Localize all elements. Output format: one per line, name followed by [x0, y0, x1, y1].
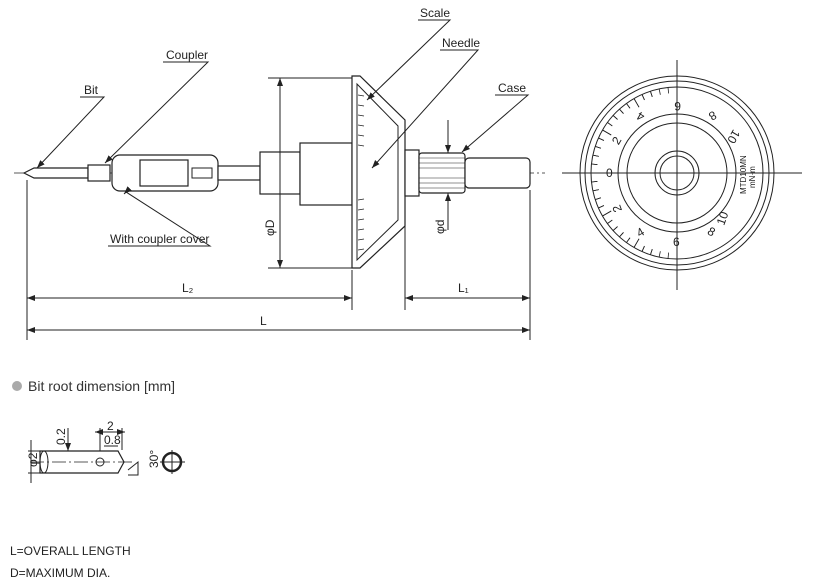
- dial-tick: [658, 88, 661, 95]
- dial-tick: [633, 238, 640, 248]
- dial-tick: [658, 251, 661, 258]
- dial-tick: [607, 122, 613, 127]
- needle-label: Needle: [442, 36, 480, 50]
- dial-tick: [595, 146, 602, 149]
- dial-number: 2: [609, 203, 625, 214]
- dial-tick: [626, 103, 631, 109]
- dial-number: 8: [706, 108, 719, 124]
- dial-tick: [607, 219, 613, 224]
- dial-tick: [591, 163, 598, 166]
- dial-tick: [641, 94, 645, 101]
- dial-tick: [595, 197, 602, 200]
- L2-label: L₂: [182, 281, 194, 295]
- dial-tick: [667, 252, 670, 259]
- dial-tick: [612, 115, 618, 120]
- bit: [22, 164, 111, 182]
- dial-tick: [612, 226, 618, 231]
- dim-angle: 30°: [147, 450, 161, 468]
- dial-number: 10: [724, 127, 743, 146]
- phi-d-label: φd: [433, 220, 447, 234]
- dial-tick: [592, 189, 599, 192]
- phi-D-label: φD: [263, 219, 277, 236]
- dial-tick: [592, 154, 599, 157]
- bit-root-heading: Bit root dimension [mm]: [12, 378, 175, 394]
- dial-tick: [641, 245, 645, 252]
- dial-tick: [650, 91, 653, 98]
- dial-number: 4: [634, 224, 647, 240]
- dial-number: 2: [609, 134, 625, 147]
- dial-number: 6: [674, 99, 681, 113]
- dial-tick: [633, 98, 640, 108]
- coupler-label: Coupler: [166, 48, 208, 62]
- dim-length: 2: [107, 419, 114, 433]
- case-label: Case: [498, 81, 526, 95]
- L-label: L: [260, 314, 267, 328]
- note-maximum-dia: D=MAXIMUM DIA.: [10, 566, 111, 580]
- bit-root-title: Bit root dimension [mm]: [28, 378, 176, 394]
- dial-number: 10: [714, 209, 732, 227]
- dial-tick: [598, 137, 605, 141]
- coupler-cover: [111, 154, 261, 192]
- dial-tick: [650, 248, 653, 255]
- gauge-body: [259, 75, 531, 269]
- dial-tick: [598, 205, 605, 209]
- bit-root-detail: φ2 0.2 2 0.8 30°: [26, 419, 185, 483]
- dial-number: 4: [634, 108, 647, 124]
- dial-unit: mN·m: [748, 166, 757, 188]
- leader-lines: [36, 19, 530, 247]
- note-overall-length: L=OVERALL LENGTH: [10, 544, 131, 558]
- scale-label: Scale: [420, 6, 450, 20]
- dial-tick: [602, 210, 612, 217]
- coupler-cover-label: With coupler cover: [110, 232, 209, 246]
- dial-tick: [619, 232, 624, 238]
- dim-depth: 0.2: [54, 428, 68, 445]
- bullet-icon: [12, 381, 22, 391]
- dial-model: MTD10MN: [739, 155, 748, 194]
- dim-dia: φ2: [26, 452, 40, 467]
- L1-label: L₁: [458, 281, 469, 295]
- bit-label: Bit: [84, 83, 99, 97]
- dial-tick: [619, 108, 624, 114]
- dial-number: 8: [705, 224, 718, 240]
- dial-number: 6: [673, 235, 680, 249]
- dial-number: 0: [606, 166, 613, 180]
- dial-tick: [667, 87, 670, 94]
- dial-tick: [602, 129, 612, 136]
- dim-width: 0.8: [104, 433, 121, 447]
- dial-tick: [591, 180, 598, 183]
- dial-tick: [626, 237, 631, 243]
- dial-face: 0 2 4 6 8 10 2 4 6 8 10 MTD10MN mN·m: [562, 60, 802, 290]
- dimension-lines: [26, 77, 531, 340]
